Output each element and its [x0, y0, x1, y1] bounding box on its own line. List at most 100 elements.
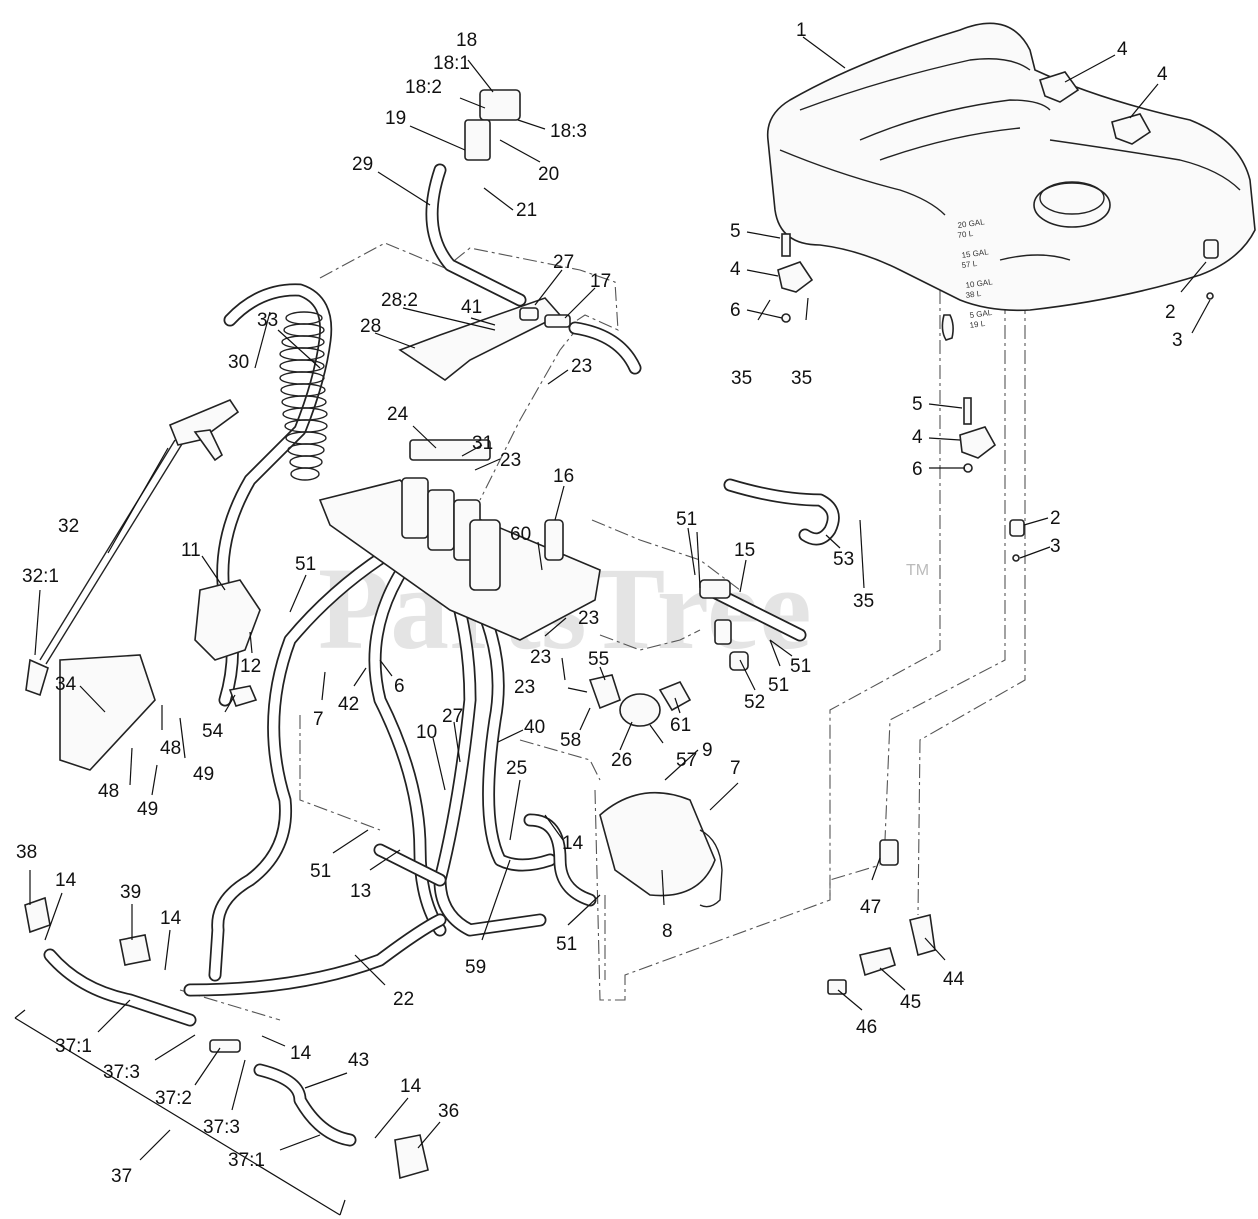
callout-37: 37 [111, 1166, 132, 1187]
callout-16: 16 [553, 466, 574, 487]
callout-6c: 6 [394, 676, 405, 697]
callout-37-3b: 37:3 [203, 1117, 240, 1138]
callout-10: 10 [416, 722, 437, 743]
callout-11: 11 [181, 540, 201, 561]
callout-4d: 4 [912, 427, 923, 448]
tank-marking-2: 70 L [957, 229, 974, 240]
callout-35b: 35 [791, 368, 812, 389]
callout-38: 38 [16, 842, 37, 863]
tank-marking-4: 57 L [961, 259, 978, 270]
callout-13: 13 [350, 881, 371, 902]
callout-60: 60 [510, 524, 531, 545]
callout-52: 52 [744, 692, 765, 713]
tank-marking-3: 15 GAL [961, 247, 990, 260]
callout-48a: 48 [160, 738, 181, 759]
callout-7b: 7 [730, 758, 741, 779]
callout-51a: 51 [676, 509, 697, 530]
callout-labels: 1 4 4 5 4 6 2 3 5 4 6 2 3 18 18:1 18:2 1… [16, 20, 1183, 1187]
tank-marking-8: 19 L [969, 319, 986, 330]
callout-47: 47 [860, 897, 881, 918]
watermark-tm: TM [906, 562, 929, 579]
spray-wand [25, 399, 240, 697]
callout-4b: 4 [1157, 64, 1168, 85]
callout-2a: 2 [1165, 302, 1176, 323]
callout-23a: 23 [571, 356, 592, 377]
callout-53: 53 [833, 549, 854, 570]
tank-marking-1: 20 GAL [957, 217, 986, 230]
callout-23b: 23 [500, 450, 521, 471]
callout-55: 55 [588, 649, 609, 670]
callout-61: 61 [670, 715, 691, 736]
callout-18-1: 18:1 [433, 53, 470, 74]
callout-45: 45 [900, 992, 921, 1013]
tank-mounts [777, 71, 1219, 562]
callout-19: 19 [385, 108, 406, 129]
callout-57: 57 [676, 750, 697, 771]
callout-12: 12 [240, 656, 261, 677]
callout-58: 58 [560, 730, 581, 751]
callout-43: 43 [348, 1050, 369, 1071]
callout-39: 39 [120, 882, 141, 903]
callout-46: 46 [856, 1017, 877, 1038]
callout-37-3a: 37:3 [103, 1062, 140, 1083]
callout-26: 26 [611, 750, 632, 771]
callout-3a: 3 [1172, 330, 1183, 351]
callout-36: 36 [438, 1101, 459, 1122]
callout-51e: 51 [310, 861, 331, 882]
callout-2b: 2 [1050, 508, 1061, 529]
fittings [24, 89, 936, 1180]
callout-1: 1 [796, 20, 807, 41]
callout-14d: 14 [290, 1043, 312, 1064]
callout-20: 20 [538, 164, 559, 185]
callout-37-2: 37:2 [155, 1088, 192, 1109]
coil-hose [279, 311, 328, 481]
callout-3b: 3 [1050, 536, 1061, 557]
callout-42: 42 [338, 694, 359, 715]
callout-34: 34 [55, 674, 77, 695]
tank-marking-5: 10 GAL [965, 277, 994, 290]
callout-5a: 5 [730, 221, 741, 242]
callout-31: 31 [472, 433, 493, 454]
callout-35a: 35 [731, 368, 752, 389]
callout-51c: 51 [790, 656, 811, 677]
callout-23c: 23 [578, 608, 599, 629]
callout-54: 54 [202, 721, 224, 742]
callout-49b: 49 [137, 799, 158, 820]
callout-5b: 5 [912, 394, 923, 415]
callout-24: 24 [387, 404, 409, 425]
callout-51f: 51 [556, 934, 577, 955]
callout-30: 30 [228, 352, 249, 373]
hoses [43, 163, 840, 1147]
callout-27b: 27 [442, 706, 463, 727]
callout-49a: 49 [193, 764, 214, 785]
callout-27a: 27 [553, 252, 574, 273]
callout-23e: 23 [514, 677, 535, 698]
callout-37-1a: 37:1 [55, 1036, 92, 1057]
callout-6a: 6 [730, 300, 741, 321]
callout-29: 29 [352, 154, 373, 175]
callout-7a: 7 [313, 709, 324, 730]
callout-51b: 51 [295, 554, 316, 575]
callout-33: 33 [257, 310, 278, 331]
callout-21: 21 [516, 200, 537, 221]
callout-4a: 4 [1117, 39, 1128, 60]
callout-37-1b: 37:1 [228, 1150, 265, 1171]
callout-14c: 14 [160, 908, 182, 929]
callout-14a: 14 [562, 833, 584, 854]
tank-marking-6: 38 L [965, 289, 982, 300]
callout-6b: 6 [912, 459, 923, 480]
callout-23d: 23 [530, 647, 551, 668]
tank-marking-7: 5 GAL [969, 308, 993, 320]
callout-18: 18 [456, 30, 477, 51]
callout-9: 9 [702, 740, 713, 761]
callout-28-2: 28:2 [381, 290, 418, 311]
callout-32: 32 [58, 516, 79, 537]
callout-51d: 51 [768, 675, 789, 696]
callout-32-1: 32:1 [22, 566, 59, 587]
callout-44: 44 [943, 969, 965, 990]
callout-35c: 35 [853, 591, 874, 612]
callout-41: 41 [461, 297, 482, 318]
callout-18-3: 18:3 [550, 121, 587, 142]
